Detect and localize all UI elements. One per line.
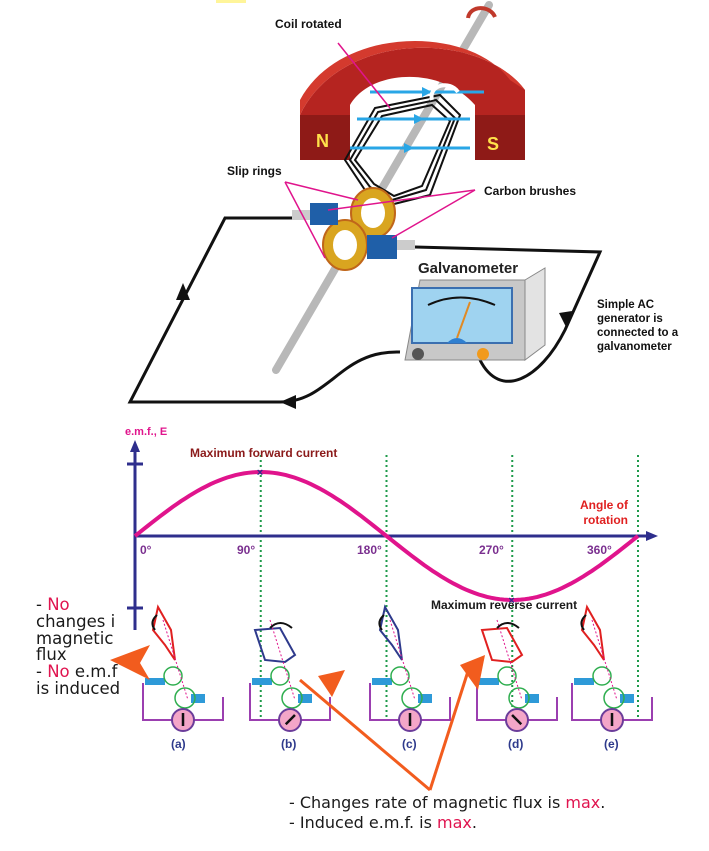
coil-panel <box>369 604 451 732</box>
max-reverse-label: Maximum reverse current <box>431 598 578 612</box>
south-pole-label: S <box>487 134 499 154</box>
panel-axis <box>269 619 296 701</box>
coil-panel <box>249 619 331 732</box>
panel-label-a: (a) <box>171 737 186 751</box>
note-line: flux <box>36 645 67 665</box>
coil-panels <box>142 604 653 732</box>
y-axis-label: e.m.f., E <box>125 426 168 438</box>
rotation-arrow-icon <box>269 622 293 629</box>
max-forward-marker: × <box>257 467 263 479</box>
panel-label-e: (e) <box>604 737 619 751</box>
max-reverse-marker: × <box>508 595 514 607</box>
x-tick-270: 270° <box>479 543 504 557</box>
note-line: - Changes rate of magnetic flux is max. <box>289 793 606 812</box>
panel-brush <box>252 678 272 685</box>
carbon-brushes-label: Carbon brushes <box>484 184 577 198</box>
orange-arrows <box>110 645 485 792</box>
coil-panel <box>142 604 224 732</box>
highlight-mark <box>216 0 246 3</box>
panel-coil <box>253 626 297 664</box>
galvanometer <box>404 267 546 361</box>
rotation-arrow-top-icon <box>466 6 497 19</box>
x-axis-arrow <box>646 531 658 541</box>
galvanometer-label: Galvanometer <box>418 260 519 277</box>
panel-ring <box>270 666 290 686</box>
y-axis-arrow <box>130 440 140 452</box>
note-line: changes i <box>36 611 116 631</box>
note-line: is induced <box>36 679 120 698</box>
slip-rings <box>322 187 396 271</box>
x-axis-label: Angle of rotation <box>580 498 628 527</box>
x-tick-360: 360° <box>587 543 612 557</box>
panel-brush <box>145 678 165 685</box>
panel-ring <box>603 687 625 709</box>
panel-ring <box>508 687 530 709</box>
panel-axis <box>162 619 189 701</box>
coil-panel <box>476 619 558 732</box>
coil <box>343 93 462 207</box>
panel-ring <box>163 666 183 686</box>
callout-lines <box>284 42 476 259</box>
panel-brush <box>298 694 312 703</box>
generator-description: Simple AC generator is connected to a ga… <box>597 299 679 353</box>
max-forward-label: Maximum forward current <box>190 446 338 460</box>
panel-ring <box>390 666 410 686</box>
panel-label-d: (d) <box>508 737 524 751</box>
x-tick-0: 0° <box>140 543 152 557</box>
wire-arrow-down <box>559 311 572 327</box>
panel-ring <box>174 687 196 709</box>
panel-axis <box>591 619 618 701</box>
panel-label-c: (c) <box>402 737 417 751</box>
rotation-arrow-icon <box>429 83 460 101</box>
galvanometer-pointer-icon <box>511 714 523 726</box>
panel-brush <box>418 694 432 703</box>
panel-axis <box>496 619 523 701</box>
panel-brush <box>525 694 539 703</box>
x-tick-180: 180° <box>357 543 382 557</box>
bottom-note: - Changes rate of magnetic flux is max. … <box>289 793 605 833</box>
rotation-arrow-icon <box>378 614 385 631</box>
galvanometer-pointer-icon <box>284 714 296 726</box>
rotation-arrow-icon <box>496 622 520 629</box>
coil-panel <box>571 604 653 732</box>
slip-rings-label: Slip rings <box>227 164 282 178</box>
note-line: magnetic <box>36 628 114 648</box>
rotation-arrow-icon <box>580 614 587 631</box>
horseshoe-magnet <box>300 40 525 160</box>
left-note: - No changes i magnetic flux - No e.m.f … <box>36 597 120 698</box>
note-line: - Induced e.m.f. is max. <box>289 813 477 832</box>
x-tick-90: 90° <box>237 543 256 557</box>
panel-brush <box>574 678 594 685</box>
note-line: - No e.m.f <box>36 662 118 682</box>
panel-axis <box>389 619 416 701</box>
panel-ring <box>497 666 517 686</box>
coil-label: Coil rotated <box>275 17 342 31</box>
wire-arrow-up <box>176 283 190 300</box>
field-arrows <box>404 87 432 153</box>
panel-ring <box>401 687 423 709</box>
panel-ring <box>281 687 303 709</box>
panel-ring <box>592 666 612 686</box>
panel-brush <box>479 678 499 685</box>
panel-brush <box>191 694 205 703</box>
carbon-brushes <box>292 203 415 259</box>
panel-coil <box>480 626 524 664</box>
rotation-arrow-icon <box>151 614 158 631</box>
note-line: - No <box>36 597 70 614</box>
north-pole-label: N <box>316 131 329 151</box>
emf-chart: ×× <box>127 440 658 720</box>
panel-brush <box>620 694 634 703</box>
panel-label-b: (b) <box>281 737 297 751</box>
wire-arrow-left <box>280 395 296 409</box>
panel-brush <box>372 678 392 685</box>
